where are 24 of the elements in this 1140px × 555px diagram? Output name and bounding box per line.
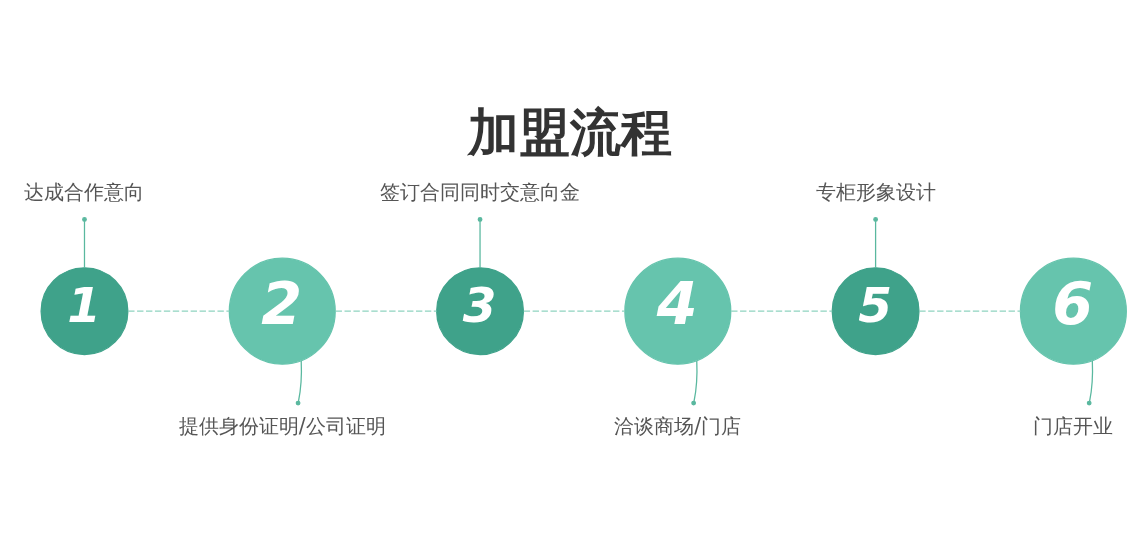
node-circle: 4: [624, 257, 732, 365]
connector: [523, 310, 626, 312]
node-text: 提供身份证明/公司证明: [178, 413, 386, 438]
connector: [477, 216, 483, 268]
node-circle: 3: [436, 266, 525, 355]
connector: [730, 310, 833, 312]
connector: [334, 310, 438, 312]
connector: [918, 310, 1022, 312]
node-text: 达成合作意向: [24, 179, 145, 204]
connector: [295, 359, 303, 406]
connector: [82, 216, 87, 268]
connector: [873, 216, 878, 268]
connector: [127, 310, 230, 312]
node-text: 专柜形象设计: [815, 179, 936, 204]
connector: [691, 359, 698, 406]
diagram-title: 加盟流程: [467, 102, 672, 162]
node-text: 签订合同同时交意向金: [380, 179, 581, 204]
node-circle: 5: [831, 266, 920, 355]
node-text: 门店开业: [1033, 413, 1114, 438]
node-circle: 1: [40, 266, 129, 355]
node-text: 洽谈商场/门店: [614, 413, 742, 438]
node-circle: 6: [1019, 257, 1127, 365]
connector: [1086, 359, 1094, 406]
node-circle: 2: [228, 257, 336, 365]
